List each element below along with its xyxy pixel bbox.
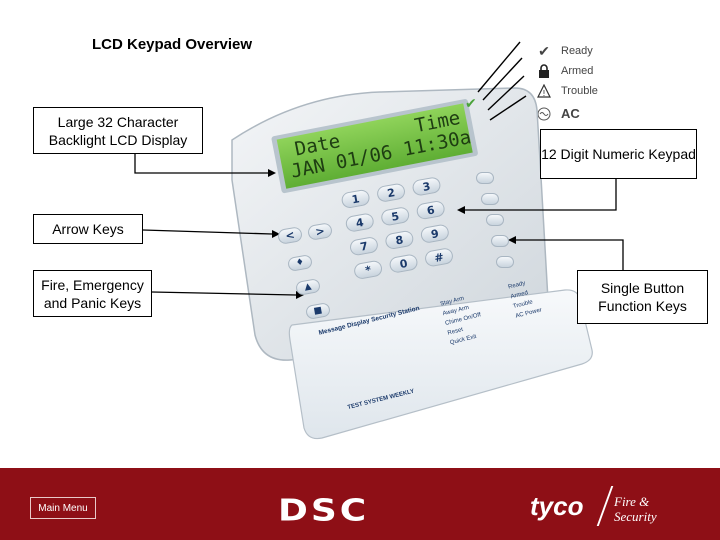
legend-ready-label: Ready bbox=[561, 45, 593, 57]
main-menu-button[interactable]: Main Menu bbox=[30, 497, 96, 519]
flap-status-labels: Ready Armed Trouble AC Power bbox=[507, 276, 543, 321]
flap-function-labels: Stay Arm Away Arm Chime On/Off Reset Qui… bbox=[439, 291, 487, 348]
fire-security-line2: Security bbox=[614, 509, 657, 524]
key-1[interactable]: 1 bbox=[340, 188, 371, 210]
fire-keys-callout: Fire, Emergency and Panic Keys bbox=[33, 270, 152, 317]
legend-ac-label: AC bbox=[561, 106, 580, 121]
numeric-keypad: 1 2 3 4 5 6 7 8 9 * 0 # bbox=[340, 174, 469, 311]
key-star[interactable]: * bbox=[352, 259, 384, 281]
svg-text:!: ! bbox=[542, 89, 545, 98]
legend-trouble-label: Trouble bbox=[561, 85, 598, 97]
function-keys-callout: Single Button Function Keys bbox=[577, 270, 708, 324]
function-key-reset[interactable] bbox=[491, 235, 509, 247]
key-4[interactable]: 4 bbox=[344, 212, 375, 233]
legend-armed: Armed bbox=[537, 64, 593, 78]
key-0[interactable]: 0 bbox=[388, 253, 419, 274]
legend-ready: ✔ Ready bbox=[537, 44, 593, 58]
key-8[interactable]: 8 bbox=[384, 229, 415, 251]
function-key-chime[interactable] bbox=[486, 214, 504, 226]
ready-led: ✔ bbox=[465, 96, 477, 112]
arrow-right-icon: > bbox=[314, 224, 326, 239]
legend-ac: AC bbox=[537, 106, 580, 121]
emergency-icon: ▲ bbox=[303, 281, 313, 293]
flame-icon: ♦ bbox=[295, 257, 305, 269]
function-key-stay[interactable] bbox=[476, 172, 494, 184]
footer-bar bbox=[0, 468, 720, 540]
keypad-callout: 12 Digit Numeric Keypad bbox=[540, 129, 697, 179]
legend-trouble: ! Trouble bbox=[537, 83, 598, 98]
legend-armed-label: Armed bbox=[561, 65, 594, 77]
function-key-exit[interactable] bbox=[496, 256, 514, 268]
lcd-display bbox=[271, 99, 478, 194]
checkmark-icon: ✔ bbox=[538, 43, 550, 59]
arrow-keys-callout: Arrow Keys bbox=[33, 214, 143, 244]
tyco-logo: tyco bbox=[530, 491, 584, 521]
key-9[interactable]: 9 bbox=[419, 223, 451, 244]
page-title: LCD Keypad Overview bbox=[92, 36, 253, 53]
panic-icon: ■ bbox=[312, 305, 324, 317]
warning-icon: ! bbox=[537, 83, 551, 98]
dsc-logo: DSC bbox=[278, 493, 370, 528]
ac-power-icon bbox=[537, 107, 551, 121]
key-2[interactable]: 2 bbox=[375, 182, 407, 203]
connector-lines bbox=[134, 154, 624, 296]
key-3[interactable]: 3 bbox=[411, 176, 442, 197]
fire-security-label: Fire & Security bbox=[614, 494, 657, 524]
lock-icon bbox=[537, 64, 551, 78]
key-6[interactable]: 6 bbox=[415, 199, 446, 221]
key-hash[interactable]: # bbox=[423, 247, 455, 268]
fire-security-line1: Fire & bbox=[614, 494, 650, 509]
lcd-callout: Large 32 Character Backlight LCD Display bbox=[33, 107, 203, 154]
function-key-away[interactable] bbox=[481, 193, 499, 205]
key-5[interactable]: 5 bbox=[380, 205, 411, 227]
legend-pointers bbox=[477, 41, 527, 121]
key-7[interactable]: 7 bbox=[348, 235, 380, 257]
arrow-left-icon: < bbox=[284, 228, 296, 243]
